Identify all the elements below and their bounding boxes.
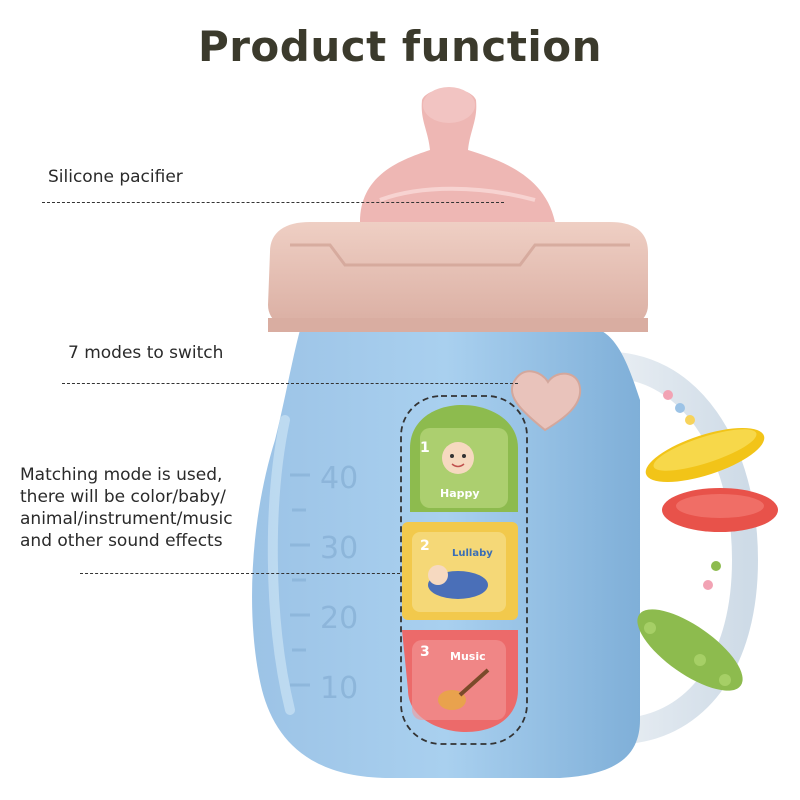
mode-buttons-outline [400, 395, 528, 745]
baby-face-icon [442, 442, 474, 474]
leader-line-modes [62, 383, 518, 384]
scale-mark-40: 40 [320, 461, 358, 496]
mode-2-caption: Lullaby [452, 548, 493, 559]
scale-mark-20: 20 [320, 601, 358, 636]
heart-button [510, 370, 582, 432]
matching-line-2: there will be color/baby/ [20, 487, 226, 507]
leader-line-matching [80, 573, 400, 574]
mode-3-caption: Music [450, 650, 486, 663]
mode-1-number: 1 [420, 440, 430, 456]
guitar-icon [438, 690, 466, 710]
mode-2-number: 2 [420, 538, 430, 554]
green-ring [637, 609, 743, 691]
page-title: Product function [197, 22, 603, 71]
matching-line-3: animal/instrument/music [20, 509, 233, 529]
scale-mark-10: 10 [320, 671, 358, 706]
mode-1-caption: Happy [440, 487, 480, 500]
red-ring [662, 488, 778, 532]
label-matching-mode: Matching mode is used, there will be col… [20, 464, 280, 552]
mode-3-number: 3 [420, 644, 430, 660]
bottle-cap [268, 222, 648, 332]
ring-beads [663, 390, 721, 590]
label-silicone-pacifier: Silicone pacifier [48, 167, 183, 187]
matching-line-1: Matching mode is used, [20, 465, 223, 485]
matching-line-4: and other sound effects [20, 531, 223, 551]
yellow-ring [645, 428, 765, 482]
label-modes: 7 modes to switch [68, 343, 224, 363]
leader-line-pacifier [42, 202, 504, 203]
handle-ring [587, 351, 759, 743]
scale-marks: 40 30 20 10 [320, 461, 358, 706]
scale-mark-30: 30 [320, 531, 358, 566]
pacifier-nipple [360, 88, 555, 222]
